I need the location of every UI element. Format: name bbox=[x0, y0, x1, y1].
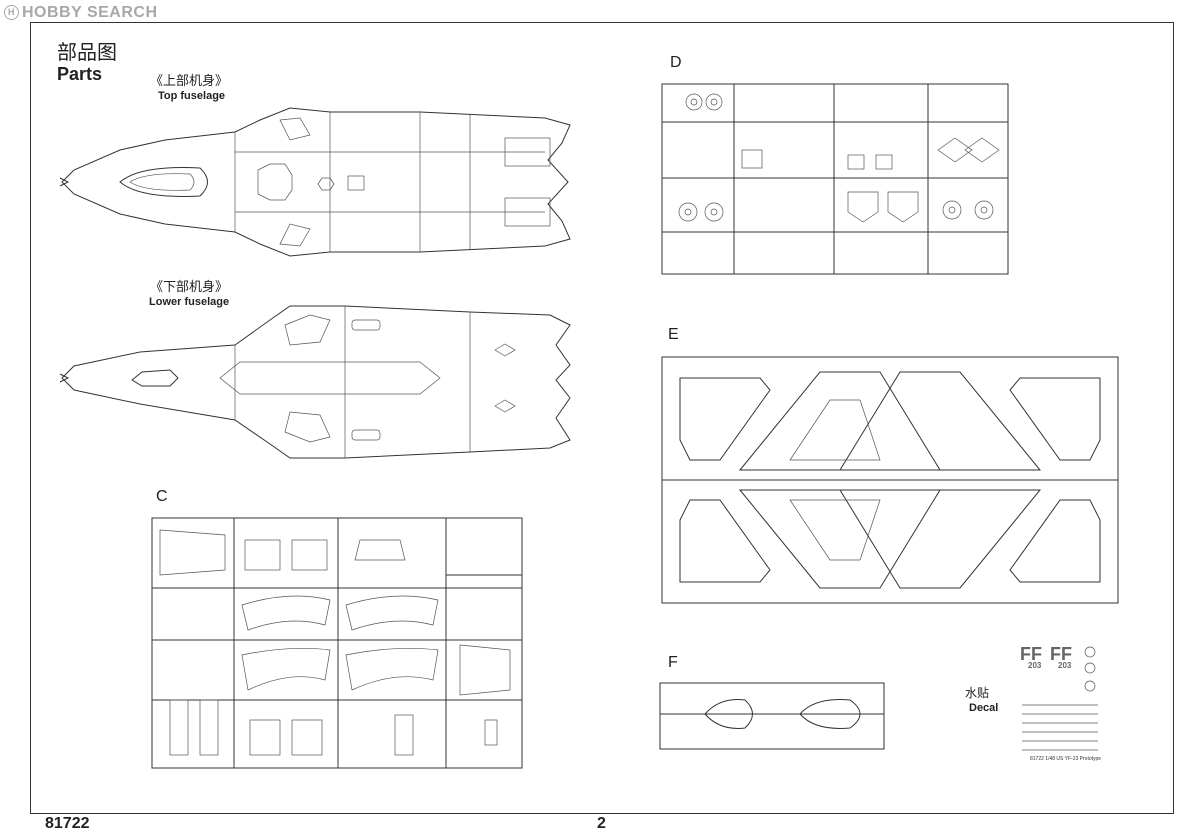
sprue-f-letter: F bbox=[668, 654, 678, 671]
decal-number-2: 203 bbox=[1058, 661, 1072, 670]
top-fuselage-label-en: Top fuselage bbox=[158, 90, 226, 102]
lower-fuselage-label-en: Lower fuselage bbox=[149, 296, 230, 308]
lower-fuselage-label-cn: 《下部机身》 bbox=[150, 280, 229, 295]
watermark-logo-icon: H bbox=[4, 5, 19, 20]
decal-sheet-caption: 81722 1/48 US YF-23 Prototype bbox=[1030, 756, 1102, 762]
decal-number-1: 203 bbox=[1028, 661, 1042, 670]
sprue-e-letter: E bbox=[668, 326, 679, 343]
sprue-d-letter: D bbox=[670, 54, 682, 71]
page-number: 2 bbox=[597, 815, 606, 832]
decal-letters-2: FF bbox=[1050, 644, 1072, 664]
sprue-c-letter: C bbox=[156, 488, 168, 505]
page-title-cn: 部品图 bbox=[57, 40, 117, 64]
lower-fuselage-drawing bbox=[59, 305, 571, 459]
sprue-d-drawing bbox=[661, 83, 1009, 275]
watermark-text: HOBBY SEARCH bbox=[22, 4, 158, 21]
sprue-f-drawing bbox=[659, 682, 885, 750]
top-fuselage-drawing bbox=[59, 107, 571, 257]
decal-sheet-drawing bbox=[1022, 646, 1098, 751]
decal-label-en: Decal bbox=[969, 702, 999, 714]
sprue-e-drawing bbox=[661, 356, 1119, 604]
page-title-en: Parts bbox=[57, 64, 103, 84]
sprue-c-drawing bbox=[151, 517, 523, 769]
kit-number: 81722 bbox=[45, 815, 90, 832]
decal-label-cn: 水贴 bbox=[965, 686, 990, 700]
decal-letters-1: FF bbox=[1020, 644, 1042, 664]
page-frame bbox=[30, 22, 1174, 814]
top-fuselage-label-cn: 《上部机身》 bbox=[150, 74, 229, 89]
